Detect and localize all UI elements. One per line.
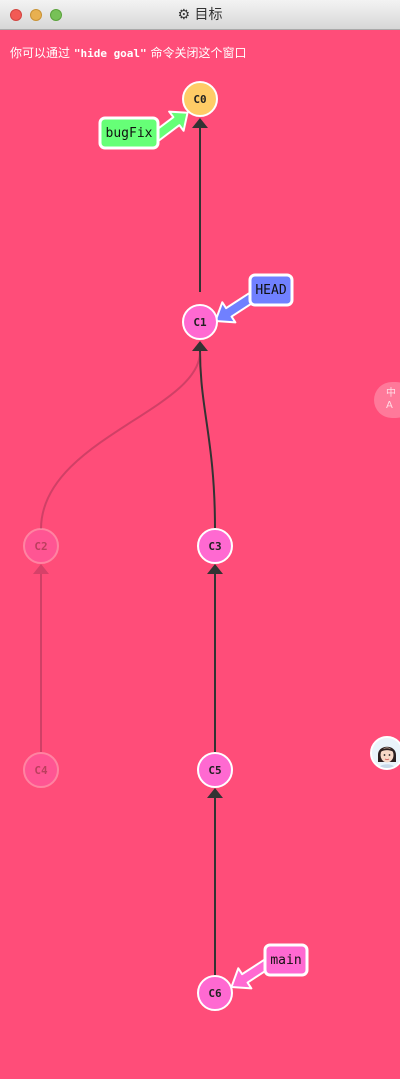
commit-c1[interactable]: C1 — [182, 304, 218, 340]
hint-command: "hide goal" — [73, 47, 147, 60]
commit-c4-label: C4 — [34, 764, 48, 777]
branch-bugfix-label: bugFix — [106, 126, 153, 141]
edge-c3-c1 — [199, 349, 216, 530]
arrowhead-c2 — [33, 564, 49, 574]
hint-suffix: 命令关闭这个窗口 — [146, 46, 247, 60]
branch-bugfix[interactable]: bugFix — [98, 116, 160, 150]
commit-c3[interactable]: C3 — [197, 528, 233, 564]
bugfix-arrow — [149, 110, 189, 143]
window-title-text: 目标 — [194, 7, 223, 23]
head-arrow — [214, 290, 258, 324]
commit-c6-label: C6 — [208, 987, 222, 1000]
commit-graph: bugFix HEAD main C0 C1 C2 C3 C4 C5 C6 — [23, 81, 309, 1011]
commit-edges — [33, 118, 223, 976]
assistant-avatar[interactable] — [370, 736, 400, 770]
window-title: ⚙ 目标 — [0, 0, 400, 30]
commit-c3-label: C3 — [208, 540, 221, 553]
commit-c2-label: C2 — [34, 540, 47, 553]
branch-main-label: main — [270, 953, 301, 968]
arrowhead-c3 — [207, 564, 223, 574]
input-method-label: 中 A — [386, 388, 396, 411]
commit-c0-label: C0 — [193, 93, 206, 106]
branch-main[interactable]: main — [263, 943, 309, 977]
avatar-face-icon — [372, 738, 400, 768]
close-window-button[interactable] — [10, 9, 22, 21]
arrowhead-c0 — [192, 118, 208, 128]
main-arrow — [230, 956, 274, 990]
zoom-window-button[interactable] — [50, 9, 62, 21]
branch-arrows — [149, 110, 274, 990]
commit-c2[interactable]: C2 — [23, 528, 59, 564]
branch-head-label: HEAD — [255, 283, 286, 298]
branch-head[interactable]: HEAD — [248, 273, 294, 307]
hide-goal-hint: 你可以通过 "hide goal" 命令关闭这个窗口 — [10, 44, 247, 61]
commit-c0[interactable]: C0 — [182, 81, 218, 117]
commit-c6[interactable]: C6 — [197, 975, 233, 1011]
commit-c4[interactable]: C4 — [23, 752, 59, 788]
arrowhead-c1 — [192, 341, 208, 351]
commit-c1-label: C1 — [193, 316, 207, 329]
hint-prefix: 你可以通过 — [10, 46, 74, 60]
gear-icon: ⚙ — [177, 7, 191, 23]
arrowhead-c5 — [207, 788, 223, 798]
input-method-button[interactable]: 中 A — [374, 382, 400, 418]
commit-c5-label: C5 — [208, 764, 221, 777]
commit-c5[interactable]: C5 — [197, 752, 233, 788]
edge-c2-c1 — [40, 351, 201, 530]
title-bar: ⚙ 目标 — [0, 0, 400, 30]
minimize-window-button[interactable] — [30, 9, 42, 21]
